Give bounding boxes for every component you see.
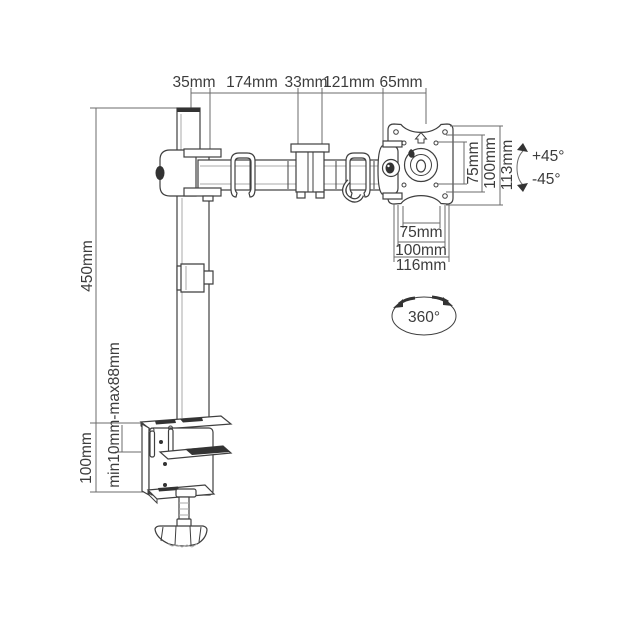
tilt-up-label: +45°: [532, 148, 565, 165]
elbow-top-flange: [290, 143, 330, 153]
vesa-hole-inner-tr: [433, 140, 439, 146]
tilt-arrow-curve: [516, 150, 524, 186]
clamp-middle-jaw-pad: [185, 446, 230, 455]
cable-hook-inner: [343, 180, 363, 202]
clamp-hole-2: [163, 462, 167, 466]
elbow-split-lines: [307, 152, 314, 192]
clamp-pin-left: [149, 430, 156, 458]
vesa-center-ring: [410, 154, 432, 176]
up-arrow-icon: [414, 131, 428, 144]
collar-bottom-flange: [183, 187, 222, 197]
vesa-side-dimension-lines: [438, 125, 503, 206]
vesa-joint-knob-center: [385, 162, 395, 174]
cable-clip-2: [345, 152, 371, 198]
vesa-hole-corner-br: [442, 193, 448, 199]
vesa-hole-inner-bl: [401, 182, 407, 188]
dim-label-arm-segment-2: 121mm: [323, 74, 375, 91]
clamp-top-pad-1: [155, 419, 176, 425]
arm-tube: [197, 159, 391, 191]
collar-bottom-tab: [202, 195, 214, 202]
dim-label-vesa-bottom-outer: 116mm: [396, 257, 447, 274]
dim-label-clamp-range: min10mm-max88mm: [106, 342, 123, 488]
tilt-arrow-head-down: [517, 183, 528, 192]
clamp-back-side: [141, 422, 150, 497]
vesa-side-dimensions: 75mm 100mm 113mm: [438, 125, 516, 206]
clamp-hole-3: [163, 483, 167, 487]
dim-label-arm-segment-1: 174mm: [226, 74, 278, 91]
clamp-screw-threads: [179, 502, 189, 516]
clamp-hole-1: [159, 440, 163, 444]
pole-cap-top: [177, 108, 200, 112]
swivel-annotation: 360°: [391, 295, 457, 336]
vesa-joint-top-flange: [382, 140, 403, 148]
vesa-center-hole: [415, 159, 427, 173]
vesa-joint-knob-glint: [387, 164, 390, 168]
tilt-annotation: +45° -45°: [516, 143, 565, 192]
elbow-foot-left: [296, 191, 306, 199]
tilt-arrow-head-up: [517, 143, 528, 152]
dim-label-head: 65mm: [379, 74, 422, 91]
clamp-bottom-arm-edge: [147, 490, 158, 505]
dim-label-pole-diameter: 35mm: [172, 74, 215, 91]
swivel-ellipse: [391, 296, 457, 336]
desk-clamp: [139, 415, 233, 548]
clamp-screw-collar: [175, 488, 197, 498]
swivel-arrow-right-head: [443, 297, 453, 306]
dim-label-vesa-bottom-inner: 75mm: [399, 224, 442, 241]
dim-label-vesa-bottom-mid: 100mm: [395, 242, 447, 259]
dim-label-elbow: 33mm: [284, 74, 327, 91]
top-dimension-chain: 35mm 174mm 33mm 121mm 65mm: [172, 74, 427, 150]
pole-cap: [176, 107, 201, 153]
monitor-arm: [155, 143, 391, 203]
clamp-bottom-pad-1: [158, 486, 179, 492]
collar-screw: [155, 166, 165, 180]
swivel-label: 360°: [408, 309, 440, 326]
dim-label-clamp-height: 100mm: [78, 432, 95, 484]
dim-label-pole-height: 450mm: [79, 240, 96, 292]
clamp-knob-scallop: [167, 543, 198, 548]
vesa-joint: [377, 140, 403, 200]
dim-label-vesa-side-inner: 75mm: [465, 141, 482, 184]
tilt-down-label: -45°: [532, 171, 561, 188]
elbow-body: [295, 151, 325, 193]
cable-clip-1: [230, 152, 256, 198]
swivel-arrow-left-head: [393, 299, 403, 308]
vesa-hole-inner-br: [433, 182, 439, 188]
dim-label-vesa-side-outer: 113mm: [499, 140, 516, 191]
elbow-foot-right: [315, 191, 325, 199]
dim-label-vesa-side-mid: 100mm: [482, 137, 499, 189]
vesa-joint-bottom-flange: [382, 192, 403, 200]
vesa-hole-corner-tl: [393, 129, 399, 135]
left-dimension-lines: [90, 107, 177, 493]
collar-top-flange: [183, 148, 222, 158]
clamp-top-pad-2: [180, 417, 203, 423]
top-dimension-lines: [190, 88, 427, 150]
clamp-knob: [154, 525, 208, 547]
clamp-knob-ridges: [160, 525, 202, 546]
vesa-hole-corner-tr: [442, 129, 448, 135]
vesa-keyhole: [408, 149, 415, 158]
arm-pole-collar: [159, 149, 197, 197]
vesa-bottom-dimension-lines: [393, 204, 450, 262]
vesa-bottom-dimensions: 75mm 100mm 116mm: [393, 204, 450, 274]
left-dimension-chain: 450mm 100mm min10mm-max88mm: [78, 107, 177, 493]
